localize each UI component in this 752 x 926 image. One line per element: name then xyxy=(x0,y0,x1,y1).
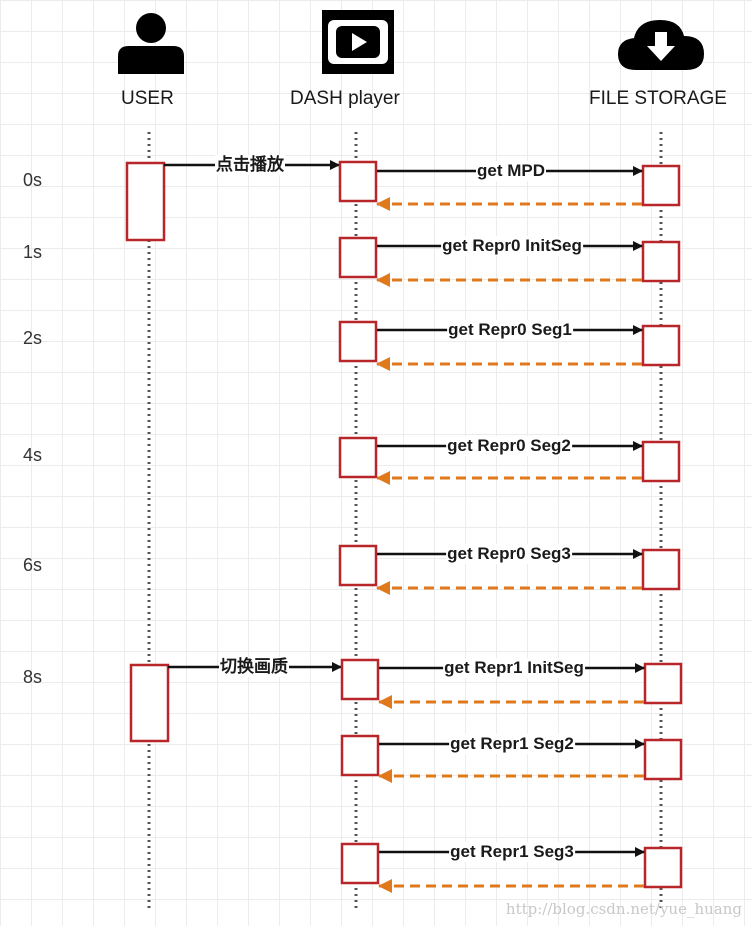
user-icon xyxy=(118,13,184,74)
request-label: get Repr0 Seg3 xyxy=(446,544,572,564)
user-action-label-switch-quality: 切换画质 xyxy=(219,657,289,677)
storage-activation xyxy=(641,324,681,367)
storage-activation xyxy=(641,164,681,207)
request-label: get Repr0 Seg2 xyxy=(446,436,572,456)
request-label: get Repr1 InitSeg xyxy=(443,658,585,678)
user-activation xyxy=(129,663,170,743)
storage-activation xyxy=(643,846,683,889)
player-activation xyxy=(340,842,380,885)
user-activation xyxy=(125,161,166,242)
cloud-download-icon xyxy=(618,20,704,70)
time-label-2s: 2s xyxy=(23,328,43,348)
storage-activation xyxy=(643,738,683,781)
play-icon xyxy=(322,10,394,74)
player-activation xyxy=(338,436,378,479)
storage-activation xyxy=(641,548,681,591)
player-activation xyxy=(340,658,380,701)
request-label: get Repr0 InitSeg xyxy=(441,236,583,256)
actor-label-dash-player: DASH player xyxy=(290,88,400,109)
storage-activation xyxy=(641,440,681,483)
time-label-6s: 6s xyxy=(23,555,43,575)
time-label-4s: 4s xyxy=(23,445,43,465)
watermark: http://blog.csdn.net/yue_huang xyxy=(505,900,742,918)
request-label: get Repr1 Seg3 xyxy=(449,842,575,862)
player-activation xyxy=(338,236,378,279)
request-label: get Repr0 Seg1 xyxy=(447,320,573,340)
storage-activation xyxy=(641,240,681,283)
player-activation xyxy=(338,320,378,363)
request-label: get Repr1 Seg2 xyxy=(449,734,575,754)
request-label: get MPD xyxy=(476,161,546,181)
storage-activation xyxy=(643,662,683,705)
player-activation xyxy=(338,544,378,587)
time-label-0s: 0s xyxy=(23,170,43,190)
player-activation xyxy=(338,160,378,203)
actor-label-file-storage: FILE STORAGE xyxy=(589,88,727,109)
player-activation xyxy=(340,734,380,777)
time-label-8s: 8s xyxy=(23,667,43,687)
actor-label-user: USER xyxy=(121,88,174,109)
time-label-1s: 1s xyxy=(23,242,43,262)
user-action-label-play: 点击播放 xyxy=(215,155,285,175)
